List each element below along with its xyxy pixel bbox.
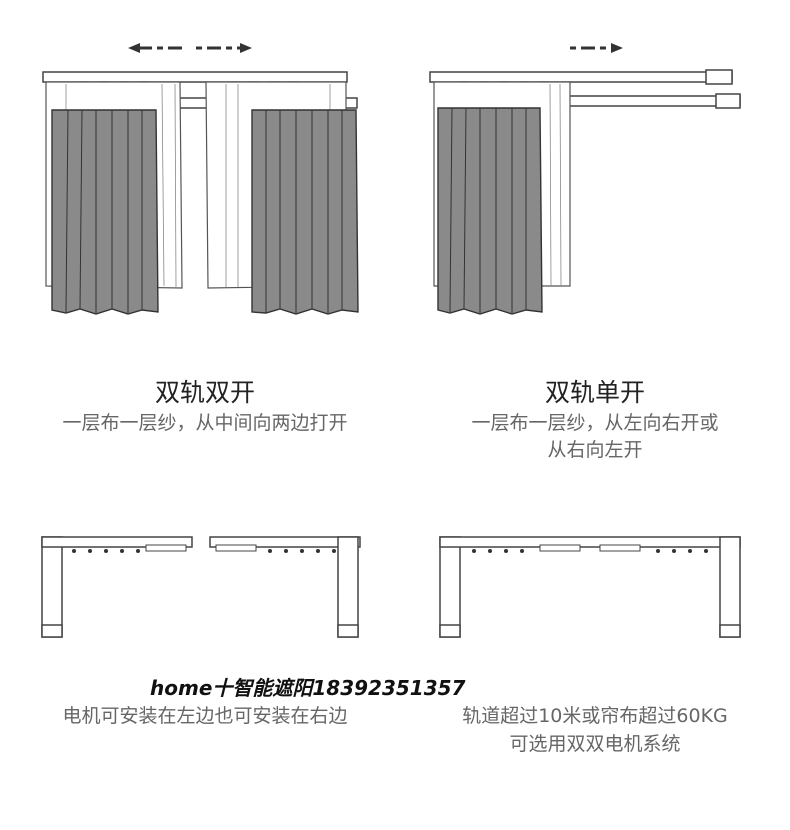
left-arrow-icon	[128, 43, 185, 53]
panel-description-right-line1: 一层布一层纱，从左向右开或	[471, 412, 719, 434]
curtain	[437, 107, 543, 315]
long-track	[439, 536, 741, 548]
note-right-line2: 可选用双双电机系统	[509, 733, 681, 755]
right-motor	[337, 536, 359, 638]
note-left: 电机可安装在左边也可安装在右边	[62, 705, 348, 727]
rear-track	[429, 71, 733, 83]
left-motor	[41, 536, 63, 638]
right-track-segment	[209, 536, 361, 548]
note-right-line1: 轨道超过10米或帘布超过60KG	[462, 705, 728, 727]
front-track-end-cap	[715, 93, 741, 109]
panel-title-right: 双轨单开	[544, 378, 645, 407]
right-arrow-icon	[196, 43, 252, 53]
double-track-center-open-illustration	[42, 43, 359, 315]
right-arrow-icon	[570, 43, 623, 53]
rear-track-end-cap	[705, 69, 733, 85]
panel-title-left: 双轨双开	[154, 378, 255, 407]
left-track-segment	[41, 536, 193, 548]
curtain-right	[251, 109, 359, 315]
curtain-left	[51, 109, 159, 315]
rear-track	[42, 71, 348, 83]
long-track-dual-motor-diagram	[439, 536, 741, 638]
panel-description-left: 一层布一层纱，从中间向两边打开	[62, 412, 348, 434]
watermark-text: home十智能遮阳18392351357	[150, 676, 466, 700]
right-motor	[719, 536, 741, 638]
panel-description-right-line2: 从右向左开	[547, 439, 643, 461]
left-motor	[439, 536, 461, 638]
double-track-single-open-illustration	[429, 43, 741, 315]
split-track-motor-diagram	[41, 536, 361, 638]
